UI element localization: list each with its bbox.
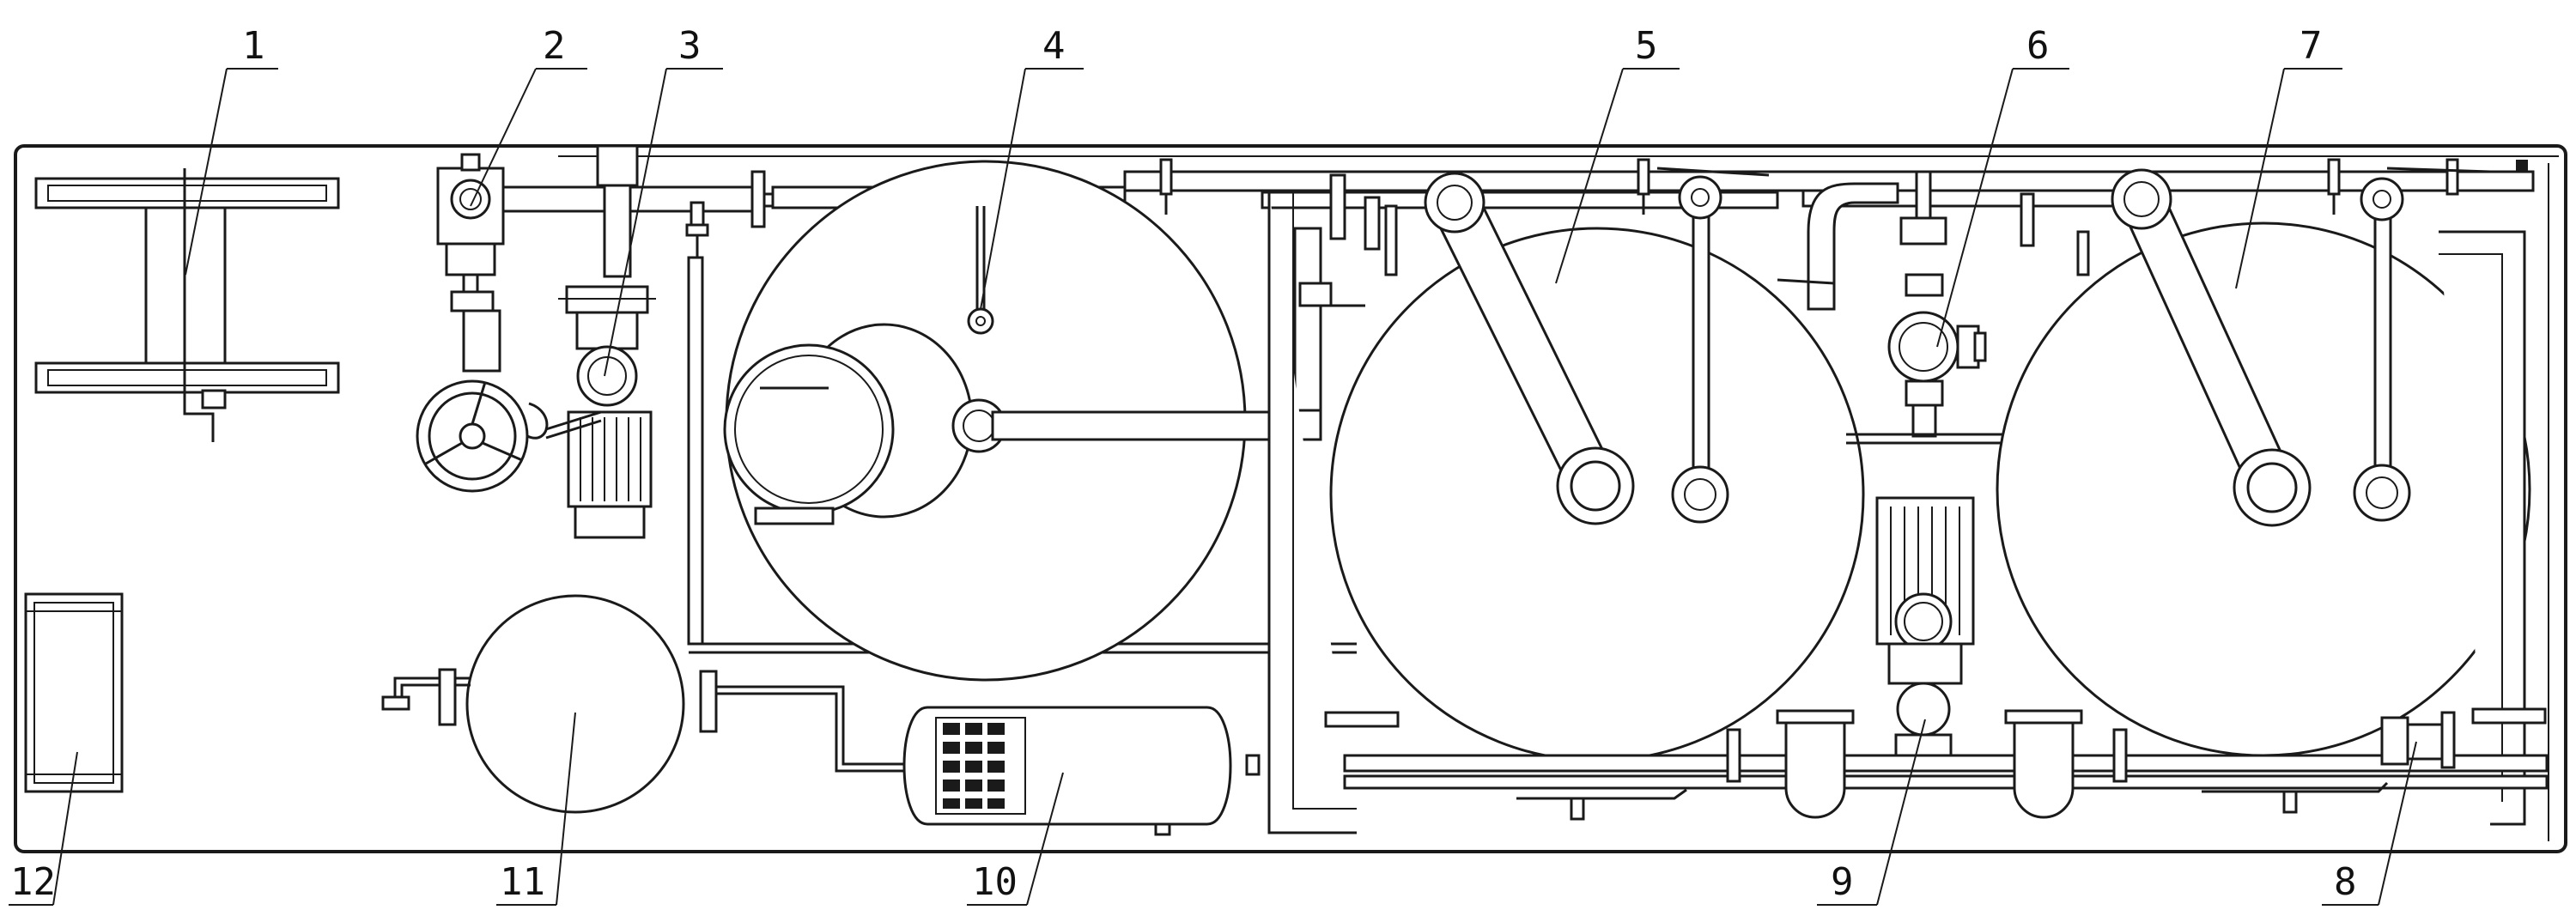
label-5: 5 [1635,24,1658,68]
loop-pipe-left-5 [1267,191,1357,834]
callout-4: 4 [980,24,1084,310]
callout-8: 8 [2322,741,2417,906]
manifold-valve-3 [2327,158,2341,215]
component-3-motor-pump [545,285,656,539]
label-7: 7 [2300,24,2323,68]
callout-7: 7 [2235,24,2342,289]
control-panel-grid [943,723,1005,809]
vertical-pipe-left-of-4 [687,256,704,646]
flange-1 [750,170,766,228]
component-12-box [24,592,124,793]
pipe-up-from-4 [1293,227,1322,412]
component-10-horizontal-tank [902,706,1261,836]
manifold-valve-4 [2386,158,2528,196]
pipe-from-4-right [991,410,1286,441]
loop-pipe-right-7-inner [2439,253,2503,802]
component-9-motor-pump [1875,496,1975,771]
callout-9: 9 [1817,719,1926,906]
component-6-valve [1887,170,1987,438]
label-8: 8 [2334,860,2357,904]
component-5-tank [1329,172,1865,762]
callout-6: 6 [1936,24,2069,348]
base-frame [14,144,2567,853]
top-pipe-secondary [1261,191,1779,209]
elbow-above-3 [596,144,639,187]
pipe-link-5-6 [1777,278,1835,285]
label-9: 9 [1831,860,1854,904]
component-4-tank [723,160,1247,682]
pipe-down-to-3 [603,184,632,278]
label-6: 6 [2026,24,2050,68]
pipe-elbow-5-6 [1807,182,1899,311]
valve-cluster-left-5 [1298,173,1398,307]
callout-3: 3 [604,24,723,377]
label-10: 10 [972,860,1018,904]
component-1-rack [34,168,340,442]
label-3: 3 [678,24,702,68]
label-1: 1 [242,24,265,68]
label-12: 12 [10,860,56,904]
label-11: 11 [500,860,545,904]
manifold-valve-1 [1159,158,1173,215]
callout-10: 10 [967,772,1064,906]
callout-1: 1 [185,24,278,276]
pipe-from-2 [501,185,766,213]
callout-12: 12 [9,751,78,906]
component-11-vessel [381,594,903,814]
loop-pipe-left-5-inner [1292,191,1357,810]
callout-5: 5 [1555,24,1680,284]
callout-2: 2 [470,24,587,207]
lower-piping [1324,707,2549,821]
component-7-tank [1996,168,2531,757]
valve-cluster-left-7 [2020,192,2090,276]
callout-11: 11 [496,712,576,906]
small-valve-a [685,201,709,258]
label-2: 2 [543,24,566,68]
component-8-valve [2380,711,2456,769]
manifold-valve-2 [1637,158,1770,215]
label-4: 4 [1042,24,1066,68]
